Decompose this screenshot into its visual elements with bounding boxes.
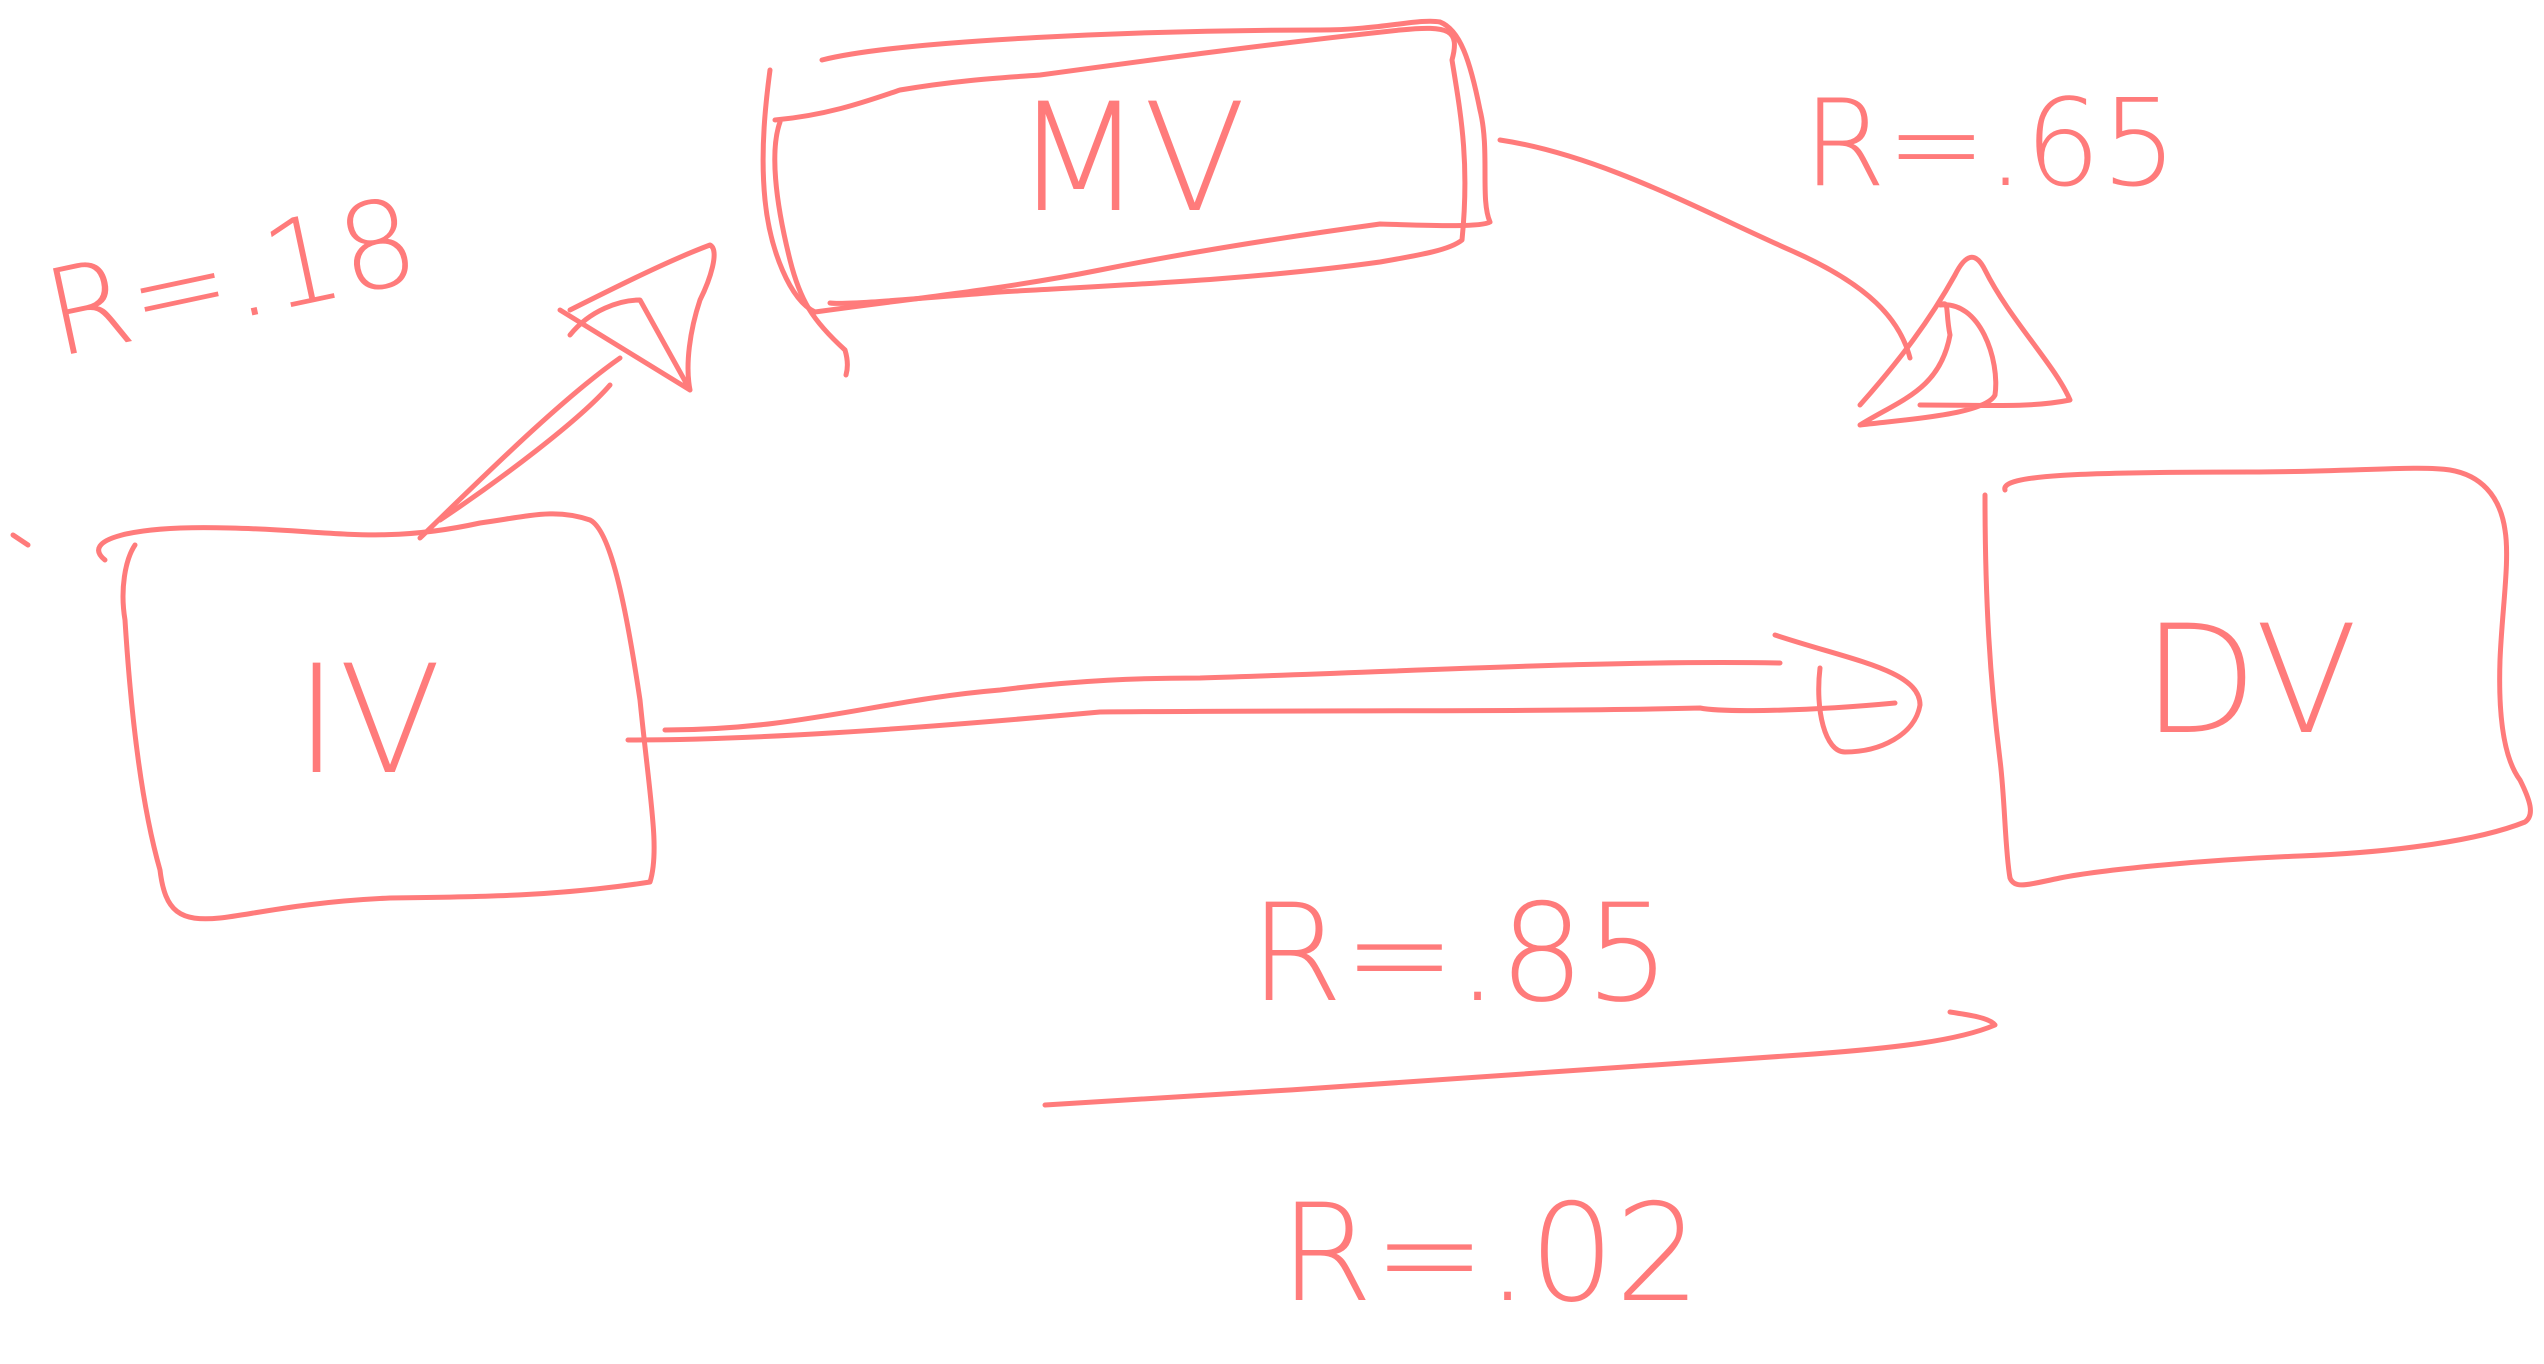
mv-label: MV [1014,72,1246,246]
mv-box-foot [772,119,850,378]
divider-line [1042,1009,1998,1108]
mv-box-inner [772,25,1468,306]
mv-node: MV [760,18,1493,378]
dv-node: DV [1982,465,2533,888]
arrowhead-mv-dv [1857,255,2073,428]
stray-mark [10,532,31,548]
arrow-shaft-mv-dv [1497,137,1913,361]
arrowhead-iv-dv [1772,632,1923,755]
mv-dv-r-label: R=.65 [1803,75,2178,214]
edge-iv-to-mv: R=.18 [34,171,717,541]
iv-node: IV [96,511,657,922]
arrow-shaft-iv-dv-lower [625,700,1898,743]
arrow-shaft-iv-mv-2 [437,382,613,523]
iv-label: IV [295,634,442,808]
dv-box [1982,465,2533,888]
iv-dv-direct-r-label: R=.02 [1279,1175,1701,1332]
iv-mv-r-label: R=.18 [34,171,429,385]
iv-box [96,511,657,922]
arrowhead-iv-mv [557,242,717,393]
edge-mv-to-dv: R=.65 [1497,75,2178,428]
edge-iv-to-dv: R=.85 R=.02 [625,632,1998,1332]
arrow-shaft-iv-dv-upper [662,660,1783,733]
mv-box-outer [760,18,1493,315]
iv-dv-total-r-label: R=.85 [1249,875,1671,1032]
dv-label: DV [2142,594,2357,768]
